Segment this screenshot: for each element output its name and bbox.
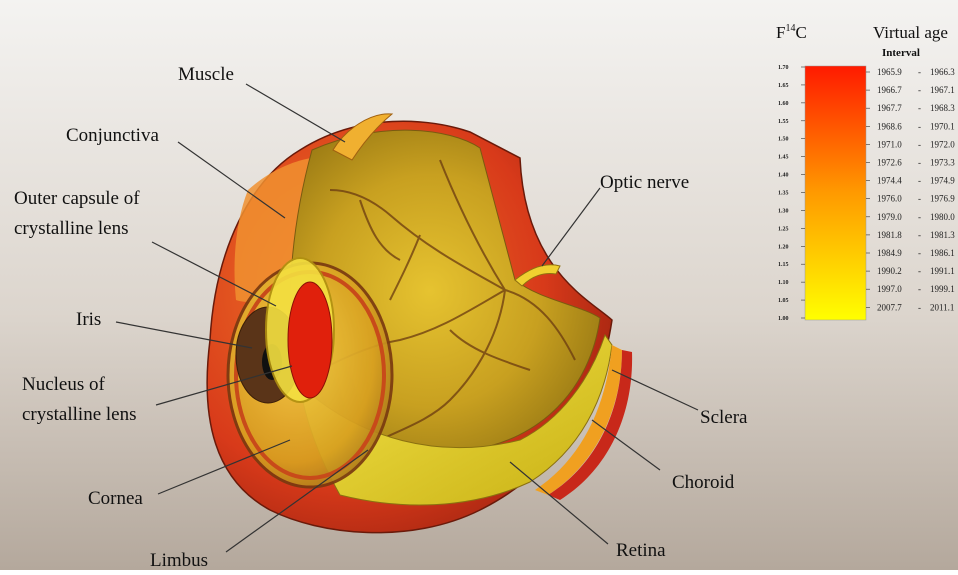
scale-tick-label: 1.50 — [778, 137, 789, 143]
interval-sep: - — [918, 139, 921, 149]
scale-tick-label: 1.25 — [778, 226, 789, 232]
lens-nucleus-shape — [288, 282, 332, 398]
interval-end: 1966.3 — [930, 67, 955, 77]
interval-start: 2007.7 — [877, 302, 902, 312]
interval-end: 1980.0 — [930, 212, 955, 222]
interval-end: 1973.3 — [930, 158, 955, 168]
interval-start: 1990.2 — [877, 266, 902, 276]
interval-start: 1979.0 — [877, 212, 902, 222]
interval-sep: - — [918, 248, 921, 258]
interval-end: 1991.1 — [930, 266, 955, 276]
scale-tick-label: 1.15 — [778, 262, 789, 268]
scale-tick-label: 1.10 — [778, 280, 789, 286]
interval-start: 1965.9 — [877, 67, 902, 77]
label-cornea: Cornea — [88, 488, 143, 509]
interval-start: 1968.6 — [877, 121, 902, 131]
label-limbus: Limbus — [150, 550, 208, 570]
label-muscle: Muscle — [178, 64, 234, 85]
interval-end: 1974.9 — [930, 176, 955, 186]
label-sclera: Sclera — [700, 407, 748, 428]
interval-end: 1970.1 — [930, 121, 955, 131]
label-iris: Iris — [76, 309, 101, 330]
interval-start: 1984.9 — [877, 248, 902, 258]
scale-tick-label: 1.20 — [778, 244, 789, 250]
label-nucleus-line2: crystalline lens — [22, 404, 137, 425]
label-conjunctiva: Conjunctiva — [66, 125, 159, 146]
interval-sep: - — [918, 230, 921, 240]
interval-start: 1981.8 — [877, 230, 902, 240]
interval-sep: - — [918, 194, 921, 204]
interval-start: 1997.0 — [877, 284, 902, 294]
interval-start: 1974.4 — [877, 176, 902, 186]
interval-end: 1968.3 — [930, 103, 955, 113]
interval-start: 1966.7 — [877, 85, 902, 95]
label-nucleus-line1: Nucleus of — [22, 374, 106, 395]
interval-start: 1972.6 — [877, 158, 902, 168]
legend-title-virtual-age: Virtual age — [873, 23, 948, 42]
scale-tick-label: 1.45 — [778, 155, 789, 161]
interval-sep: - — [918, 302, 921, 312]
interval-sep: - — [918, 158, 921, 168]
scale-tick-label: 1.60 — [778, 101, 789, 107]
label-choroid: Choroid — [672, 472, 735, 493]
scale-tick-label: 1.65 — [778, 83, 789, 89]
label-optic-nerve: Optic nerve — [600, 172, 689, 193]
interval-end: 1976.9 — [930, 194, 955, 204]
scale-tick-label: 1.00 — [778, 316, 789, 322]
scale-tick-label: 1.35 — [778, 191, 789, 197]
interval-start: 1967.7 — [877, 103, 902, 113]
interval-end: 1986.1 — [930, 248, 955, 258]
interval-sep: - — [918, 67, 921, 77]
interval-end: 1999.1 — [930, 284, 955, 294]
interval-sep: - — [918, 284, 921, 294]
interval-sep: - — [918, 266, 921, 276]
interval-sep: - — [918, 121, 921, 131]
interval-end: 1972.0 — [930, 139, 955, 149]
label-outer-capsule-line1: Outer capsule of — [14, 188, 140, 209]
scale-tick-label: 1.05 — [778, 298, 789, 304]
interval-end: 1981.3 — [930, 230, 955, 240]
label-retina: Retina — [616, 540, 666, 561]
interval-start: 1976.0 — [877, 194, 902, 204]
scale-tick-label: 1.55 — [778, 119, 789, 125]
interval-start: 1971.0 — [877, 139, 902, 149]
legend-subtitle-interval: Interval — [882, 47, 920, 59]
label-outer-capsule-line2: crystalline lens — [14, 218, 129, 239]
interval-end: 1967.1 — [930, 85, 955, 95]
interval-sep: - — [918, 85, 921, 95]
legend-color-scale — [805, 66, 866, 320]
scale-tick-label: 1.70 — [778, 65, 789, 71]
interval-sep: - — [918, 212, 921, 222]
scale-tick-label: 1.30 — [778, 208, 789, 214]
interval-sep: - — [918, 103, 921, 113]
interval-end: 2011.1 — [930, 302, 954, 312]
interval-sep: - — [918, 176, 921, 186]
scale-tick-label: 1.40 — [778, 173, 789, 179]
